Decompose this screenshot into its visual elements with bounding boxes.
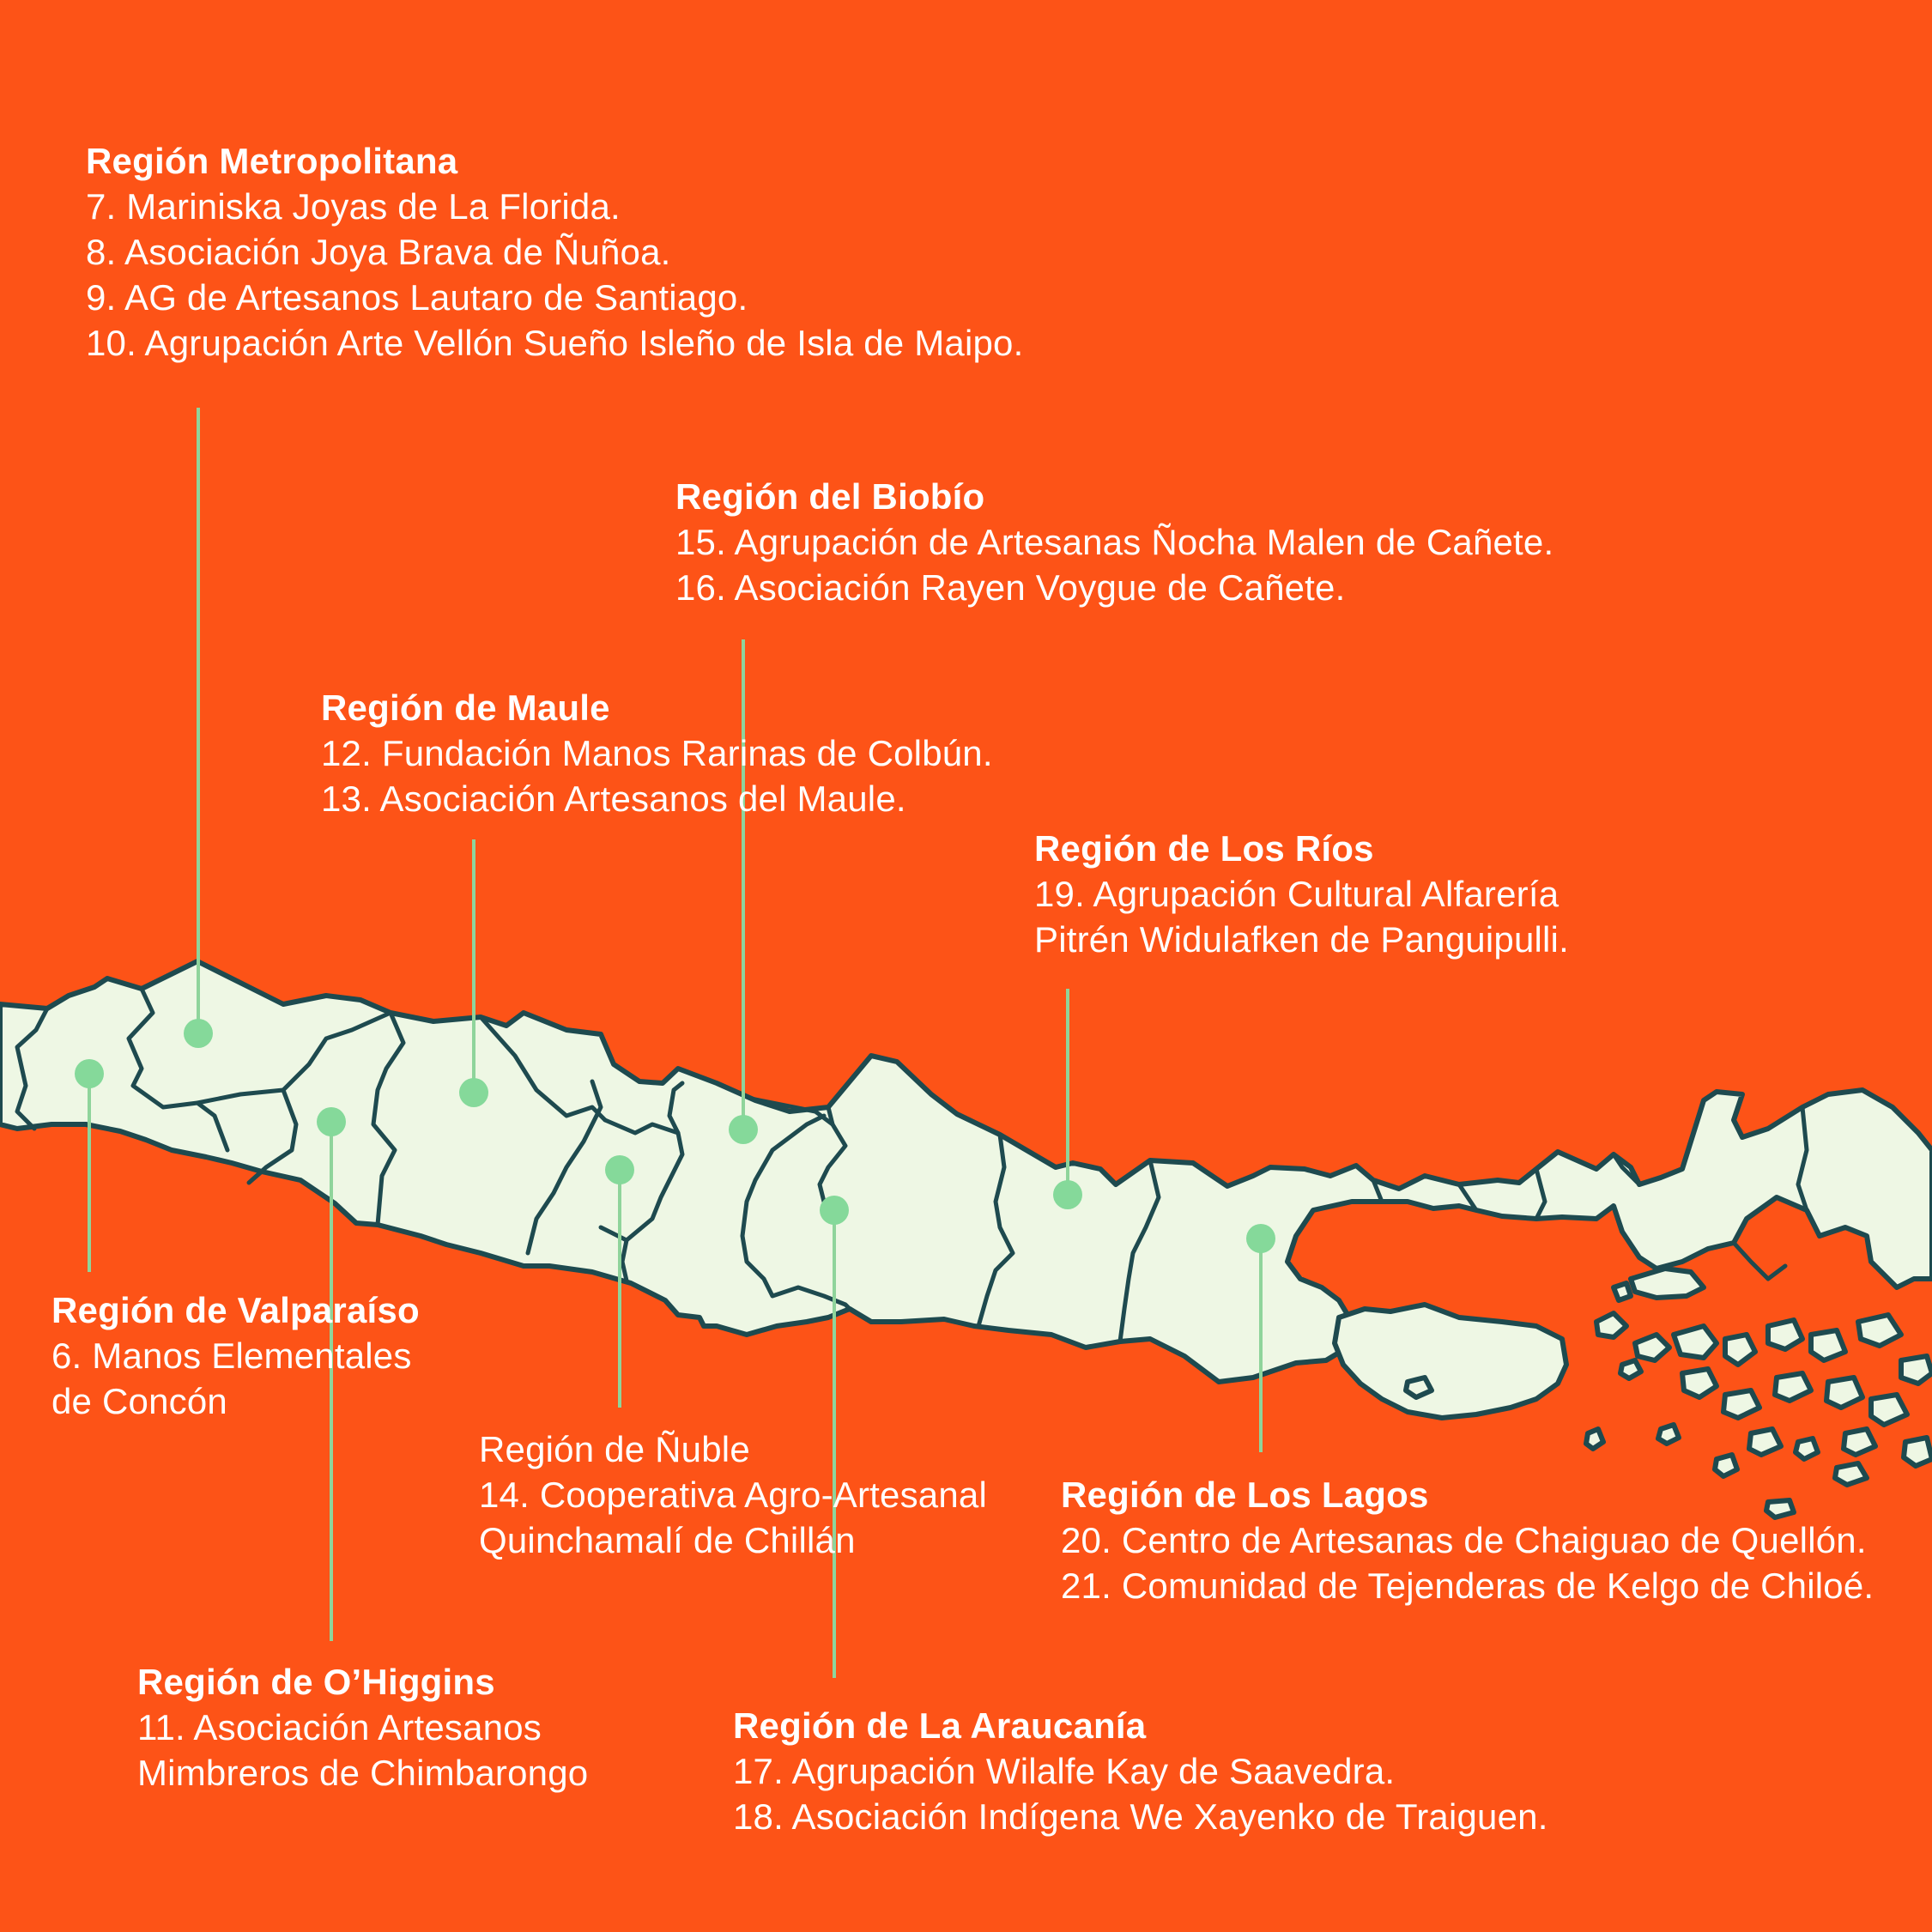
region-entry: 20. Centro de Artesanas de Chaiguao de Q… <box>1061 1520 1867 1560</box>
region-entry: Quinchamalí de Chillán <box>479 1520 856 1560</box>
region-label-metropolitana: Región Metropolitana 7. Mariniska Joyas … <box>86 138 1024 366</box>
region-label-nuble: Región de Ñuble 14. Cooperativa Agro-Art… <box>479 1426 987 1563</box>
region-entry: 21. Comunidad de Tejenderas de Kelgo de … <box>1061 1566 1874 1606</box>
region-label-valparaiso: Región de Valparaíso 6. Manos Elementale… <box>51 1287 420 1424</box>
region-label-los-rios: Región de Los Ríos 19. Agrupación Cultur… <box>1034 826 1569 962</box>
region-entry: 17. Agrupación Wilalfe Kay de Saavedra. <box>733 1751 1396 1791</box>
marker-los-rios[interactable] <box>1053 1180 1082 1209</box>
region-title: Región de Maule <box>321 687 610 728</box>
region-entry: 18. Asociación Indígena We Xayenko de Tr… <box>733 1796 1548 1837</box>
region-entry: 7. Mariniska Joyas de La Florida. <box>86 186 621 227</box>
region-borders <box>15 986 1809 1344</box>
region-title: Región de Valparaíso <box>51 1290 420 1330</box>
region-entry: 16. Asociación Rayen Voygue de Cañete. <box>675 567 1346 608</box>
archipelago-islands <box>1403 1266 1932 1520</box>
region-label-araucania: Región de La Araucanía 17. Agrupación Wi… <box>733 1703 1548 1839</box>
region-title: Región Metropolitana <box>86 141 458 181</box>
marker-biobio[interactable] <box>729 1115 758 1144</box>
land-chiloe-island <box>1332 1302 1569 1420</box>
region-label-maule: Región de Maule 12. Fundación Manos Rari… <box>321 685 993 821</box>
region-title: Región de O’Higgins <box>137 1662 495 1702</box>
region-entry: 14. Cooperativa Agro-Artesanal <box>479 1475 988 1515</box>
marker-valparaiso[interactable] <box>75 1059 104 1088</box>
land-mainland <box>0 959 1932 1384</box>
region-label-los-lagos: Región de Los Lagos 20. Centro de Artesa… <box>1061 1472 1874 1608</box>
region-entry: Pitrén Widulafken de Panguipulli. <box>1034 919 1569 960</box>
region-entry: 12. Fundación Manos Rarinas de Colbún. <box>321 733 993 773</box>
leader-lines <box>88 408 1263 1678</box>
location-markers <box>75 1019 1275 1253</box>
region-label-ohiggins: Región de O’Higgins 11. Asociación Artes… <box>137 1659 588 1796</box>
region-entry: 8. Asociación Joya Brava de Ñuñoa. <box>86 232 671 272</box>
marker-metropolitana[interactable] <box>184 1019 213 1048</box>
region-title: Región de Ñuble <box>479 1429 750 1469</box>
region-label-biobio: Región del Biobío 15. Agrupación de Arte… <box>675 474 1553 610</box>
region-entry: de Concón <box>51 1381 227 1421</box>
region-entry: 11. Asociación Artesanos <box>137 1707 542 1747</box>
marker-nuble[interactable] <box>605 1155 634 1184</box>
region-entry: 9. AG de Artesanos Lautaro de Santiago. <box>86 277 748 318</box>
region-title: Región de Los Lagos <box>1061 1475 1429 1515</box>
region-entry: 19. Agrupación Cultural Alfarería <box>1034 874 1560 914</box>
marker-ohiggins[interactable] <box>317 1107 346 1136</box>
region-title: Región del Biobío <box>675 476 985 517</box>
region-entry: 13. Asociación Artesanos del Maule. <box>321 778 906 819</box>
region-entry: Mimbreros de Chimbarongo <box>137 1753 589 1793</box>
marker-los-lagos[interactable] <box>1246 1224 1275 1253</box>
region-entry: 6. Manos Elementales <box>51 1335 412 1376</box>
region-title: Región de La Araucanía <box>733 1705 1147 1746</box>
region-title: Región de Los Ríos <box>1034 828 1374 869</box>
marker-maule[interactable] <box>459 1078 488 1107</box>
region-entry: 15. Agrupación de Artesanas Ñocha Malen … <box>675 522 1554 562</box>
marker-araucania[interactable] <box>820 1196 849 1225</box>
region-entry: 10. Agrupación Arte Vellón Sueño Isleño … <box>86 323 1024 363</box>
